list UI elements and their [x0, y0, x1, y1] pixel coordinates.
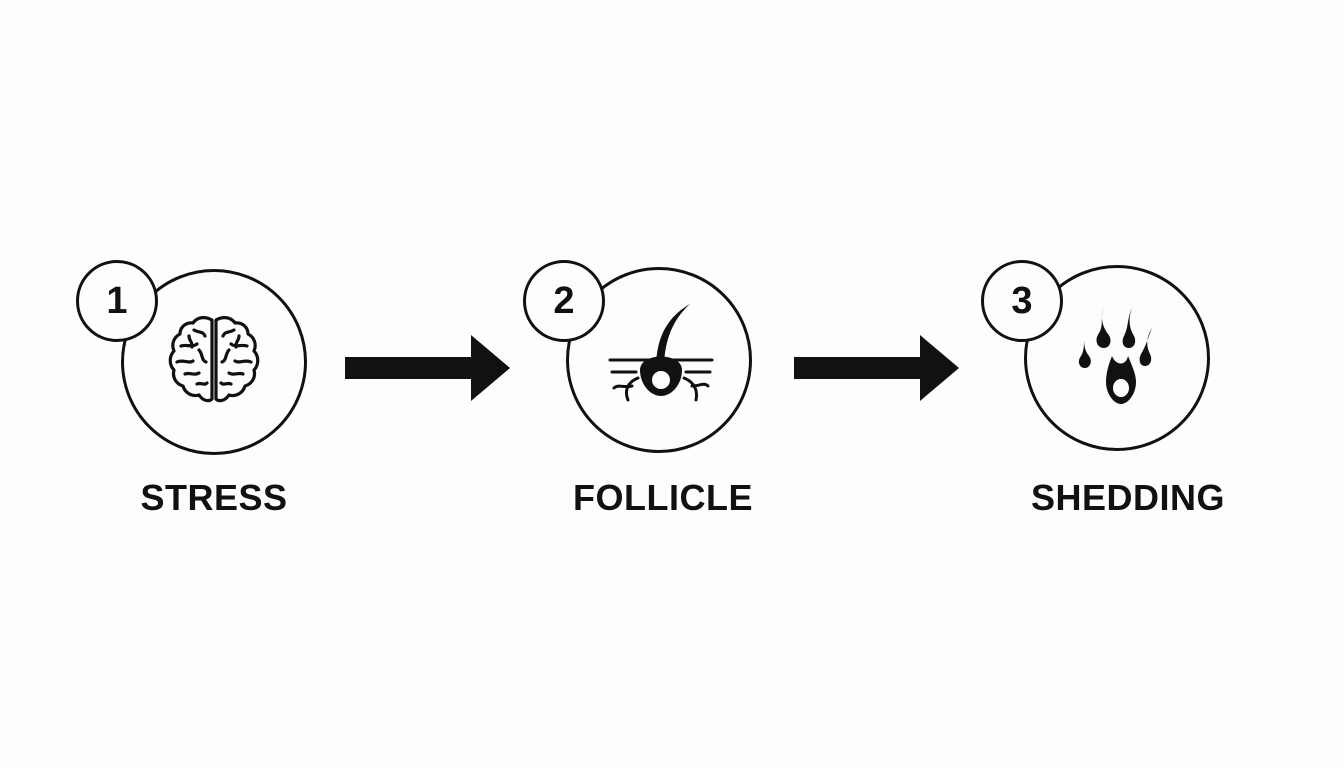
brain-icon — [168, 316, 260, 403]
arrow-right-icon — [345, 335, 510, 401]
step-1-label: STRESS — [140, 477, 288, 518]
step-1-number: 1 — [76, 260, 158, 342]
step-3-label: SHEDDING — [1030, 477, 1226, 518]
step-2-number: 2 — [523, 260, 605, 342]
arrow-right-icon — [794, 335, 959, 401]
step-2-label: FOLLICLE — [573, 477, 753, 518]
hair-shedding-icon — [1078, 306, 1152, 404]
hair-follicle-icon — [608, 304, 714, 402]
step-3-number: 3 — [981, 260, 1063, 342]
